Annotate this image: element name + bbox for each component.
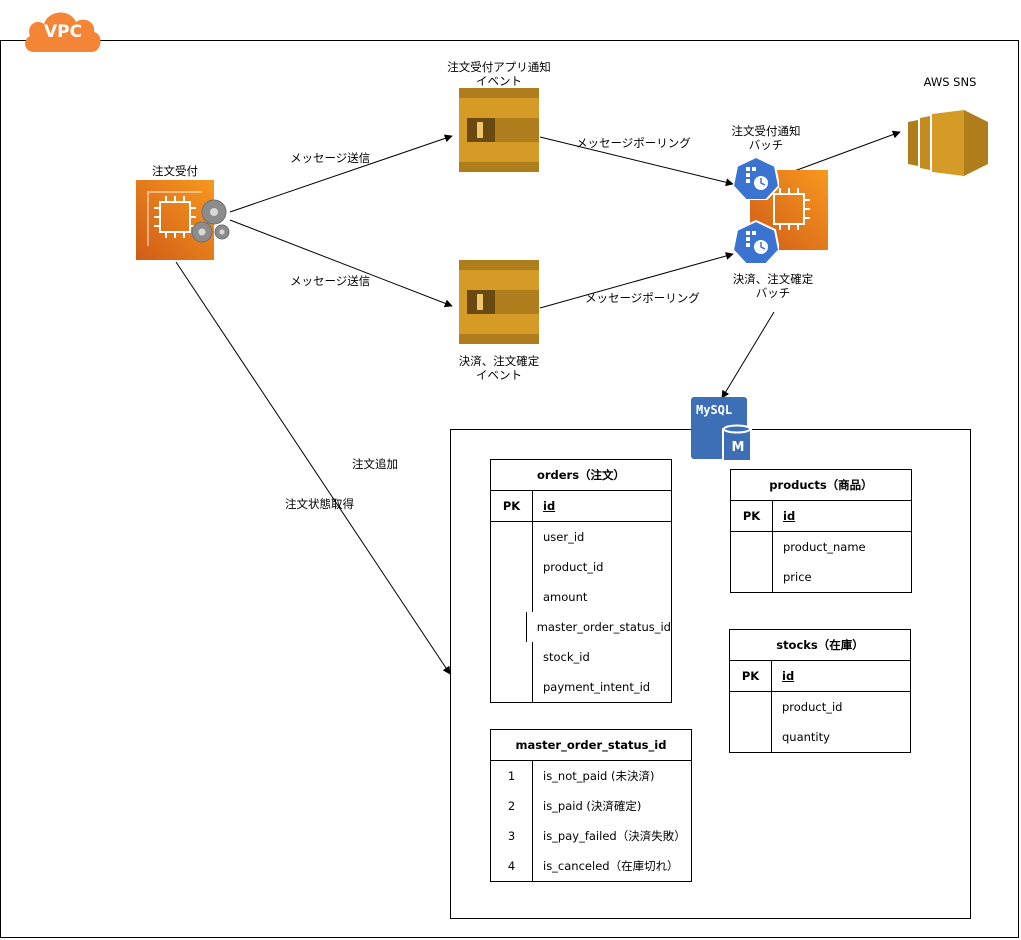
- orders-table: orders（注文） PK id user_id product_id amou…: [490, 459, 672, 703]
- edge-order-db: [175, 261, 451, 675]
- master-row-key: 3: [491, 821, 533, 851]
- mysql-icon[interactable]: [691, 397, 753, 463]
- edge-send-app-notify: [229, 134, 453, 213]
- products-pk-row: PK id: [731, 501, 911, 532]
- edge-poll-payment: [539, 252, 734, 309]
- edge-label-get-status: 注文状態取得: [285, 497, 354, 511]
- products-pk-label: PK: [731, 501, 773, 531]
- order-service-label: 注文受付: [152, 164, 198, 178]
- sns-icon[interactable]: [908, 110, 988, 176]
- products-field: product_name: [783, 540, 866, 554]
- sqs-payment-icon[interactable]: [459, 260, 539, 344]
- products-table-title: products（商品）: [731, 470, 911, 501]
- orders-field: amount: [543, 590, 588, 604]
- edge-label-poll-2: メッセージポーリング: [585, 291, 700, 305]
- orders-pk-row: PK id: [491, 491, 671, 522]
- products-table: products（商品） PK id product_name price: [730, 469, 912, 593]
- batch-payment-label: 決済、注文確定 バッチ: [732, 272, 814, 300]
- orders-field-row: amount: [491, 582, 671, 612]
- stocks-table-title: stocks（在庫）: [730, 630, 910, 661]
- batch-payment-icon[interactable]: [731, 219, 781, 265]
- master-row: 2 is_paid (決済確定): [491, 791, 691, 821]
- stocks-pk-label: PK: [730, 661, 772, 691]
- master-row-key: 4: [491, 851, 533, 881]
- master-row-value: is_pay_failed（決済失敗）: [543, 829, 686, 843]
- vpc-label: VPC: [43, 22, 83, 42]
- master-row-value: is_paid (決済確定): [543, 799, 642, 813]
- orders-field-row: product_id: [491, 552, 671, 582]
- stocks-field: quantity: [782, 730, 830, 744]
- stocks-pk-field: id: [782, 669, 795, 683]
- master-row-key: 1: [491, 761, 533, 791]
- queue-app-notify-label: 注文受付アプリ通知 イベント: [447, 60, 551, 88]
- mysql-label: MySQL: [696, 403, 733, 417]
- edge-send-payment: [229, 219, 453, 308]
- orders-pk-label: PK: [491, 491, 533, 521]
- sqs-app-notify-icon[interactable]: [459, 88, 539, 172]
- vpc-cloud-icon: [25, 12, 101, 52]
- stocks-pk-row: PK id: [730, 661, 910, 692]
- master-row-value: is_canceled（在庫切れ）: [543, 859, 679, 873]
- mysql-m-label: M: [731, 440, 745, 455]
- master-order-status-table: master_order_status_id 1 is_not_paid (未決済…: [490, 729, 692, 882]
- queue-payment-label: 決済、注文確定 イベント: [458, 354, 540, 382]
- master-row: 1 is_not_paid (未決済): [491, 761, 691, 791]
- sns-label: AWS SNS: [923, 75, 977, 89]
- edge-label-send-1: メッセージ送信: [290, 151, 371, 165]
- products-pk-field: id: [783, 509, 796, 523]
- stocks-field-row: quantity: [730, 722, 910, 752]
- stocks-field: product_id: [782, 700, 843, 714]
- orders-field-row: payment_intent_id: [491, 672, 671, 702]
- master-row: 4 is_canceled（在庫切れ）: [491, 851, 691, 881]
- edge-label-add-order: 注文追加: [352, 457, 398, 471]
- edge-label-poll-1: メッセージポーリング: [576, 136, 691, 150]
- orders-field: master_order_status_id: [536, 620, 671, 634]
- edge-label-send-2: メッセージ送信: [290, 274, 371, 288]
- master-row-value: is_not_paid (未決済): [543, 769, 655, 783]
- ec2-order-service-icon[interactable]: [136, 180, 232, 262]
- vpc-boundary: [0, 40, 1019, 938]
- edge-poll-app-notify: [539, 136, 734, 187]
- orders-pk-field: id: [543, 499, 556, 513]
- batch-notify-icon[interactable]: [731, 155, 781, 201]
- batch-notify-label: 注文受付通知 バッチ: [731, 124, 801, 152]
- orders-field: stock_id: [543, 650, 590, 664]
- orders-field-row: master_order_status_id: [491, 612, 671, 642]
- stocks-table: stocks（在庫） PK id product_id quantity: [729, 629, 911, 753]
- products-field-row: price: [731, 562, 911, 592]
- orders-field: payment_intent_id: [543, 680, 651, 694]
- master-row-key: 2: [491, 791, 533, 821]
- orders-field: product_id: [543, 560, 604, 574]
- edge-batch-to-mysql: [721, 311, 775, 399]
- master-table-title: master_order_status_id: [491, 730, 691, 761]
- orders-field-row: stock_id: [491, 642, 671, 672]
- orders-table-title: orders（注文）: [491, 460, 671, 491]
- products-field-row: product_name: [731, 532, 911, 562]
- master-row: 3 is_pay_failed（決済失敗）: [491, 821, 691, 851]
- stocks-field-row: product_id: [730, 692, 910, 722]
- orders-field: user_id: [543, 530, 585, 544]
- products-field: price: [783, 570, 812, 584]
- orders-field-row: user_id: [491, 522, 671, 552]
